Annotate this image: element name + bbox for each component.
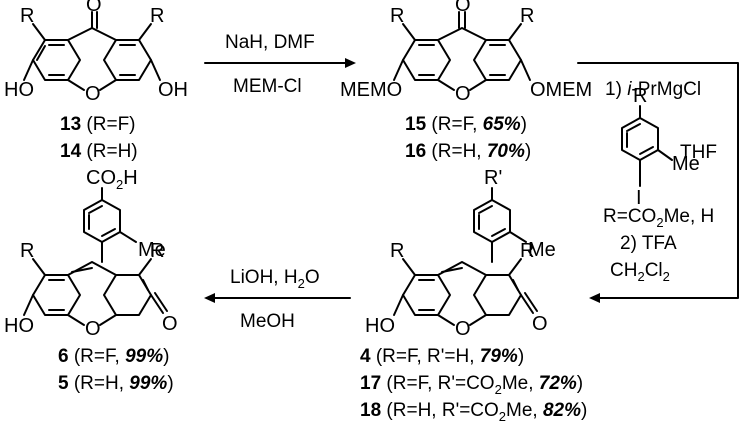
structure-xanthone-diol: O R R O HO OH xyxy=(4,0,188,105)
atom-label: O xyxy=(455,0,471,16)
structure-fluorescein-acid: CO2H Me R R O HO O xyxy=(4,167,178,340)
compound-label-15: 15 (R=F, 65%) xyxy=(405,114,527,135)
atom-label: O xyxy=(162,313,178,335)
atom-label: Me xyxy=(528,239,556,261)
reagent-solvent-thf: THF xyxy=(680,142,717,163)
atom-label: O xyxy=(455,83,471,105)
compound-label-5: 5 (R=H, 99%) xyxy=(58,373,174,394)
atom-label: R xyxy=(20,240,34,262)
compound-label-17: 17 (R=F, R'=CO2Me, 72%) xyxy=(360,373,583,397)
structure-xanthone-mem: O R R O MEMO OMEM xyxy=(340,0,592,105)
atom-label: MEMO xyxy=(340,79,402,101)
atom-label: O xyxy=(455,318,471,340)
structure-fluorescein-ester: R' Me R R O HO O xyxy=(365,167,556,340)
atom-label: OH xyxy=(158,79,188,101)
reaction-arrow-3 xyxy=(204,293,351,303)
reagent-lioh: LiOH, H2O xyxy=(230,267,320,291)
reagent-step1: 1) i-PrMgCl xyxy=(605,79,701,100)
atom-label: HO xyxy=(4,79,34,101)
atom-label: R xyxy=(150,5,164,27)
atom-label: HO xyxy=(365,315,395,337)
reagent-solvent-dcm: CH2Cl2 xyxy=(610,260,670,284)
atom-label: O xyxy=(86,0,102,16)
atom-label: R xyxy=(390,5,404,27)
atom-label: R xyxy=(633,85,647,107)
reaction-arrow-1 xyxy=(204,58,356,68)
atom-label: R xyxy=(520,5,534,27)
atom-label: I xyxy=(636,187,642,209)
compound-label-13: 13 (R=F) xyxy=(60,114,136,135)
atom-label: R xyxy=(390,240,404,262)
reagent-mem-cl: MEM-Cl xyxy=(233,76,302,97)
reagent-nah-dmf: NaH, DMF xyxy=(225,32,315,53)
compound-label-16: 16 (R=H, 70%) xyxy=(405,141,531,162)
atom-label: Me xyxy=(138,239,166,261)
atom-label: CO2H xyxy=(86,167,138,192)
atom-label: HO xyxy=(4,315,34,337)
aryl-definition: R=CO2Me, H xyxy=(603,206,714,230)
atom-label: O xyxy=(85,318,101,340)
reagent-step2: 2) TFA xyxy=(620,233,677,254)
compound-label-6: 6 (R=F, 99%) xyxy=(58,346,169,367)
atom-label: R xyxy=(520,240,534,262)
atom-label: O xyxy=(532,313,548,335)
atom-label: R' xyxy=(484,167,502,189)
compound-label-14: 14 (R=H) xyxy=(60,141,138,162)
atom-label: R xyxy=(20,5,34,27)
compound-label-4: 4 (R=F, R'=H, 79%) xyxy=(360,346,524,367)
reaction-arrow-2 xyxy=(577,62,739,303)
atom-label: O xyxy=(85,83,101,105)
atom-label: Me xyxy=(672,153,700,175)
atom-label: R xyxy=(150,240,164,262)
structure-aryl-iodide: R Me I xyxy=(621,85,700,209)
atom-label: OMEM xyxy=(530,79,592,101)
compound-label-18: 18 (R=H, R'=CO2Me, 82%) xyxy=(360,400,587,424)
reagent-meoh: MeOH xyxy=(240,311,295,332)
